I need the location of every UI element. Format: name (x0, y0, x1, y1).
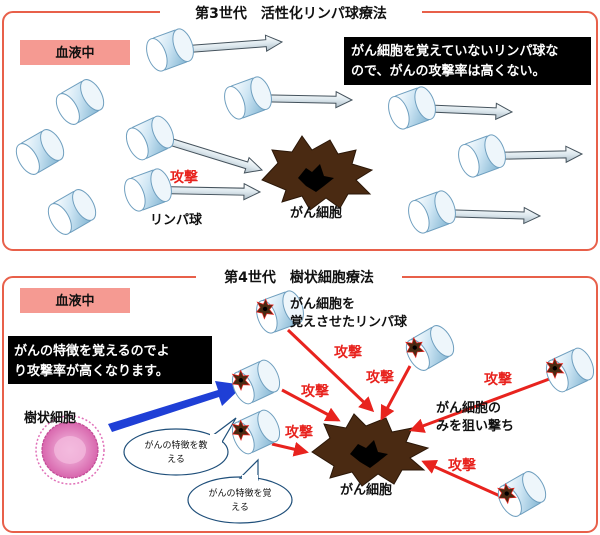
trained-lymphocyte-label-line1: がん細胞を (290, 296, 355, 312)
panel3-cancer-core (298, 164, 334, 192)
panel4-lymphocyte-icon-3 (231, 359, 281, 405)
panel4-note-line2: り攻撃率が高くなります。 (14, 363, 169, 379)
panel3-blood-tag (20, 40, 130, 65)
panel4-lymphocyte-icon-3-cancer-marker-icon (231, 369, 251, 392)
blue-teach-arrow (108, 381, 244, 432)
panel4-lymphocyte-icon-4 (231, 409, 281, 455)
attack-label-6: 攻撃 (448, 457, 476, 474)
panel4-title-bg (196, 266, 402, 288)
dendritic-cell-label: 樹状細胞 (24, 410, 76, 426)
p4-red-arrow-5 (409, 376, 553, 433)
panel4-lymphocyte-icon-4-cancer-marker-icon (231, 419, 251, 442)
panel3-lymphocyte-icon-5 (125, 115, 175, 161)
panel3-lymphocyte-icon-1 (146, 28, 194, 72)
panel4-lymphocyte-icon-2-cancer-marker-icon (405, 336, 425, 359)
panel4-cancer-core (350, 440, 388, 468)
p4-red-arrow-4 (271, 441, 309, 457)
trained-lymphocyte-label-line2: 覚えさせたリンパ球 (289, 314, 408, 330)
panel3-blood-tag-text: 血液中 (55, 45, 94, 61)
panel4-cancer-label: がん細胞 (340, 482, 392, 498)
panel4-blood-tag (20, 288, 130, 313)
panel3-lymphocyte-icon-6 (124, 168, 172, 212)
panel4-note-line1: がんの特徴を覚えるのでよ (14, 343, 170, 359)
panel4-lymphocyte-icon-5 (545, 347, 595, 393)
panel4-lymphocyte-icon-1 (255, 290, 304, 334)
panel4-lymphocyte-icon-1-cancer-marker-icon (255, 298, 275, 320)
panel4-lymphocyte-icon-2 (405, 325, 455, 371)
bubble-teach-line2: える (167, 454, 185, 465)
p4-red-arrow-3 (281, 388, 341, 422)
panel3-title-bg (160, 3, 422, 23)
panel3-lymphocyte-icon-3 (15, 129, 65, 175)
panel3-lymphocyte-icon-8 (388, 86, 436, 130)
attack-label-3: 攻撃 (301, 383, 329, 400)
panel4-lymphocyte-icon-6 (497, 471, 547, 517)
bubble-teach-line1: がんの特徴を教 (144, 439, 207, 451)
panel3-lymphocyte-icon-7 (47, 189, 97, 235)
panel3-lymphocyte-icon-2 (55, 79, 105, 125)
dendritic-cell-icon (35, 415, 105, 485)
panel4-blood-tag-text: 血液中 (55, 293, 94, 309)
panel3-lymphocyte-label: リンパ球 (150, 212, 203, 228)
panel4-lymphocyte-icon-6-cancer-marker-icon (497, 482, 517, 505)
p4-red-arrow-2 (380, 365, 412, 421)
panel3-note-box (344, 37, 591, 85)
target-label-line2: みを狙い撃ち (436, 418, 514, 434)
p3-arrow-4 (157, 182, 262, 201)
attack-label-5: 攻撃 (484, 371, 512, 388)
panel3-lymphocyte-icon-4 (224, 76, 272, 120)
bubble-learn-line1: がんの特徴を覚 (208, 487, 271, 499)
attack-label-2: 攻撃 (366, 369, 394, 386)
panel3-attack-label: 攻撃 (170, 169, 198, 186)
attack-label-4: 攻撃 (285, 424, 313, 441)
panel3-title: 第3世代 活性化リンパ球療法 (195, 5, 387, 22)
bubble-learn-line2: える (231, 502, 249, 513)
p4-red-arrow-1 (286, 328, 375, 413)
attack-label-1: 攻撃 (334, 344, 362, 361)
panel3-lymphocyte-icon-9 (458, 134, 506, 178)
panel3-cancer-label: がん細胞 (290, 205, 342, 221)
panel3-lymphocyte-icon-10 (408, 190, 456, 234)
p4-red-arrow-6 (421, 460, 501, 498)
panel4-lymphocyte-icon-5-cancer-marker-icon (545, 357, 565, 380)
bubble-teach (123, 417, 237, 476)
bubble-learn (187, 458, 293, 524)
panel4-attack-arrow-group (271, 328, 553, 498)
panel3-note-line2: ので、がんの攻撃率は高くない。 (351, 63, 545, 79)
panel3-note-line1: がん細胞を覚えていないリンパ球な (351, 43, 558, 59)
panel4-lymphocyte-group (231, 290, 595, 517)
panel4-title: 第4世代 樹状細胞療法 (224, 269, 374, 286)
panel3-lymphocyte-group (15, 28, 506, 235)
target-label-line1: がん細胞の (436, 400, 501, 416)
panel4-note-box (8, 336, 212, 384)
